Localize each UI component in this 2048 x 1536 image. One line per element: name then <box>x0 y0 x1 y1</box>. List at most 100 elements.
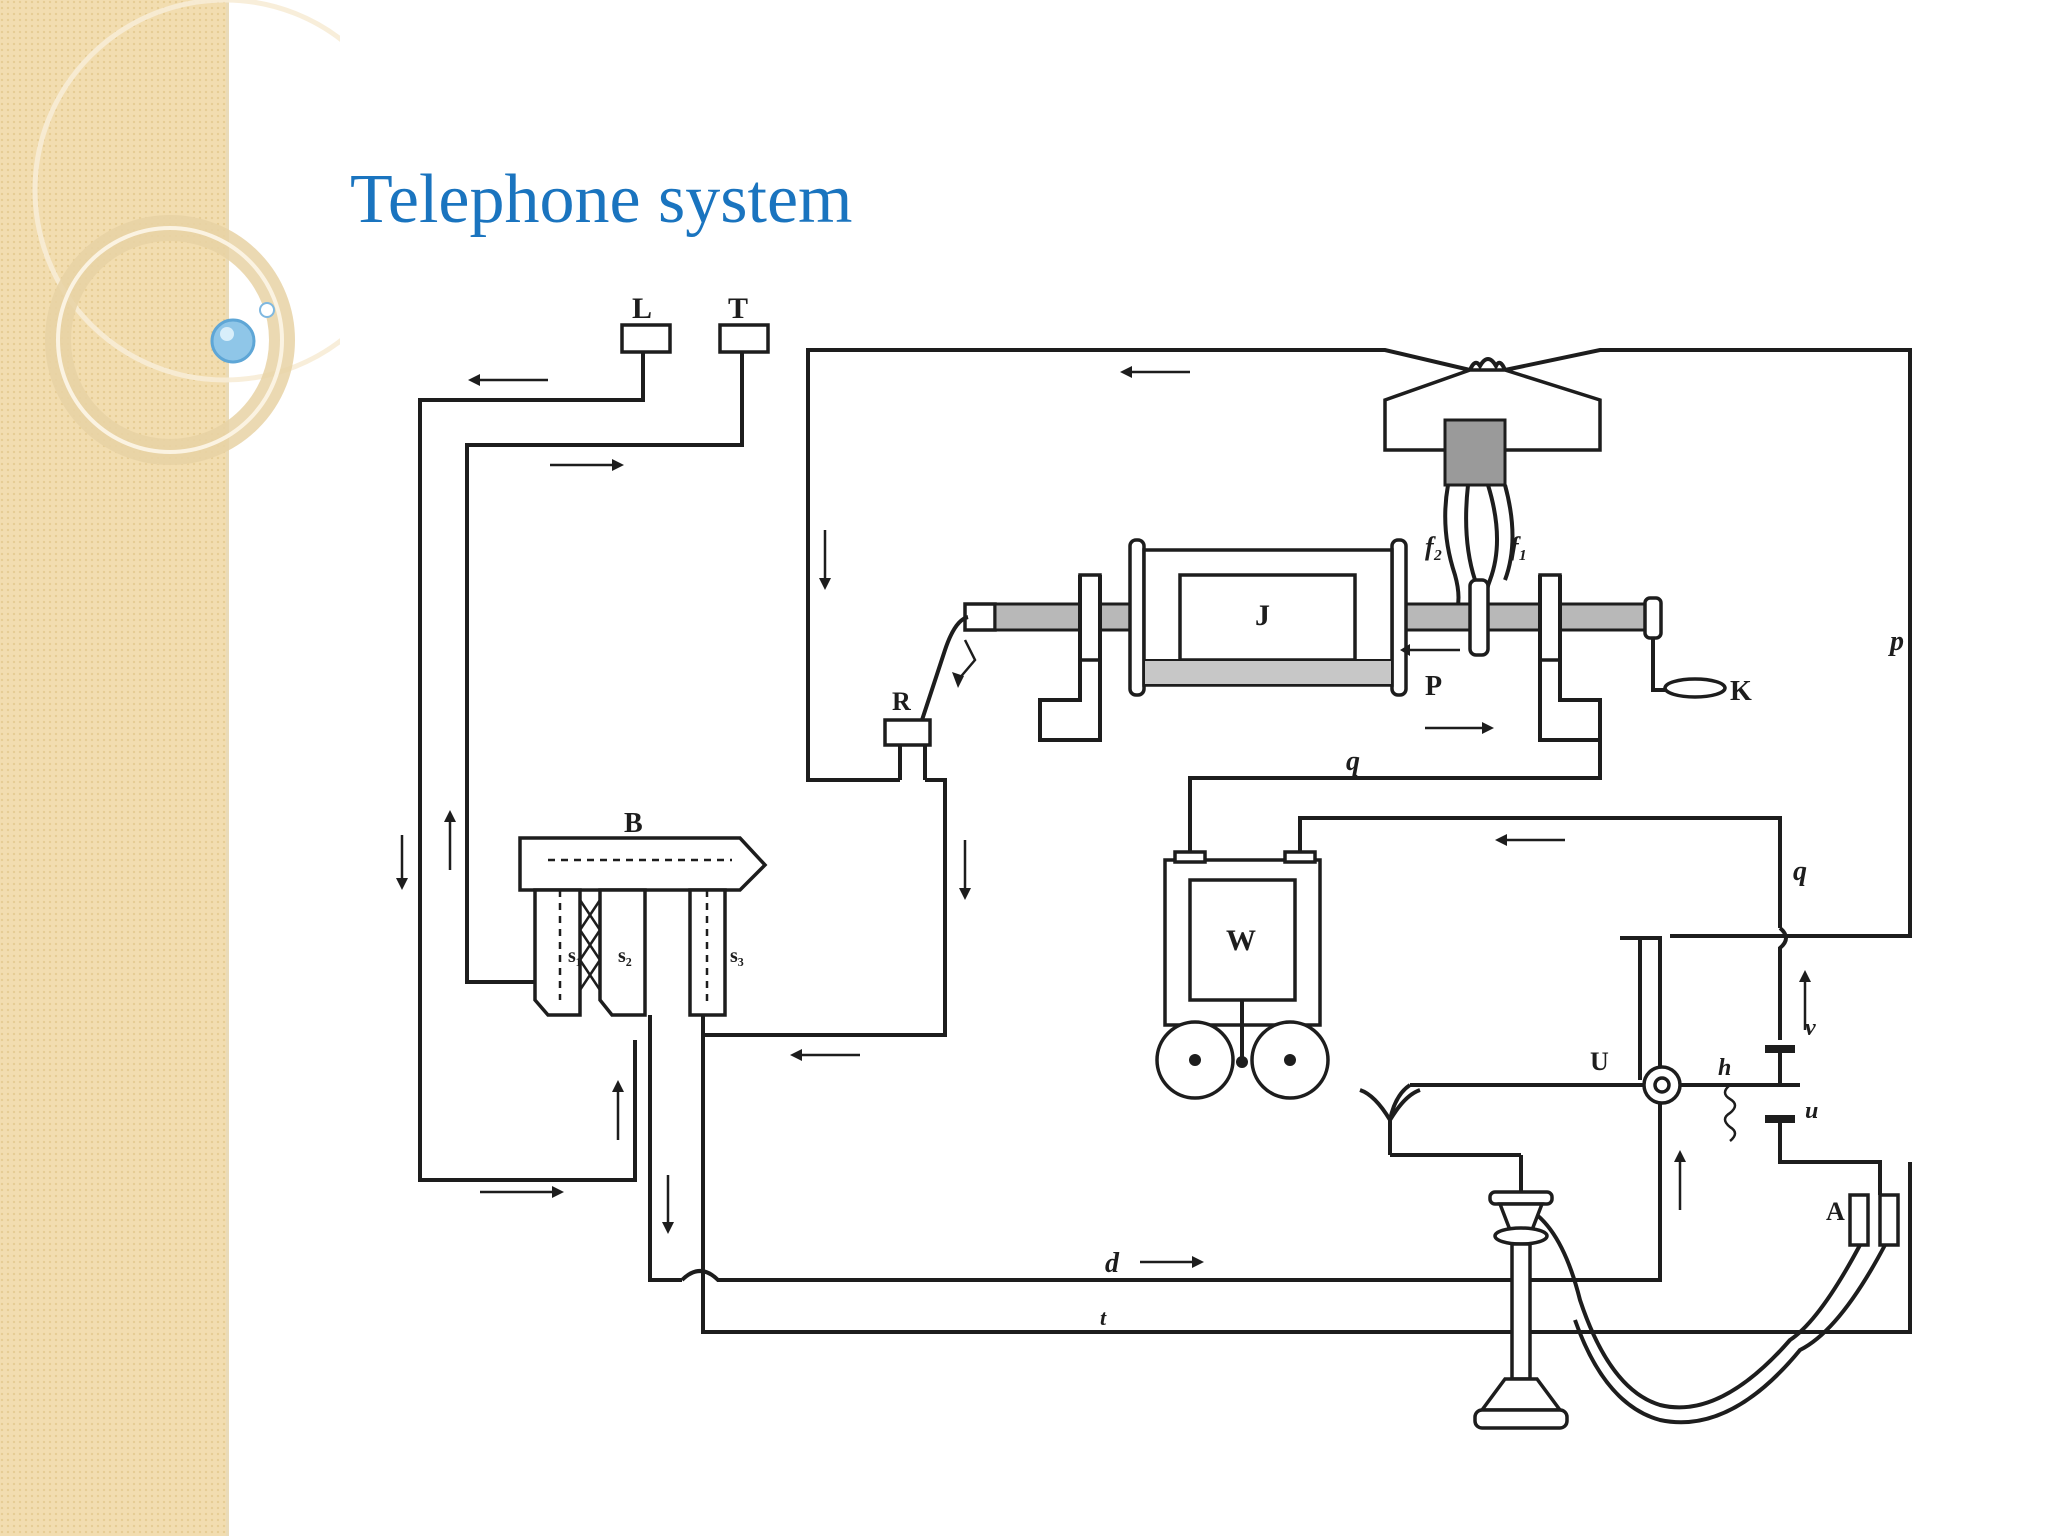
contact-u-wire <box>1778 1123 1882 1195</box>
label-u: u <box>1805 1098 1818 1124</box>
crank-hub <box>1643 596 1663 640</box>
motor-W-post-right <box>1283 850 1317 864</box>
wire-d <box>680 936 1662 1282</box>
bullet-orb-small <box>259 302 275 318</box>
receiver-A-left <box>1848 1193 1870 1247</box>
decorative-circles <box>32 0 340 465</box>
label-P: P <box>1425 671 1442 702</box>
lever-U-pivot-inner <box>1653 1076 1671 1094</box>
spring-f1-b <box>1503 484 1515 581</box>
label-B: B <box>624 808 643 839</box>
arrow-top-T-head <box>612 459 624 471</box>
arrow-q-top-head <box>1482 722 1494 734</box>
terminal-L <box>620 323 672 354</box>
bullet-orb-shine <box>220 327 234 341</box>
motor-wheel-left-hub <box>1189 1054 1201 1066</box>
arrow-s3-left-head <box>790 1049 802 1061</box>
crank-handle <box>1663 677 1727 699</box>
deco-arc-large <box>32 0 340 383</box>
label-s1: s₁ <box>568 945 582 967</box>
wire-s3-to-R <box>703 778 947 1037</box>
label-t: t <box>1100 1305 1107 1330</box>
wire-q-top <box>1188 740 1602 852</box>
arrow-s2-up-head <box>612 1080 624 1092</box>
label-f1: f₁ <box>1510 532 1528 561</box>
drum-J-band <box>1143 659 1393 686</box>
motor-wheel-right-hub <box>1284 1054 1296 1066</box>
contact-v <box>1765 1045 1795 1053</box>
label-A: A <box>1826 1197 1845 1226</box>
label-J: J <box>1255 599 1270 632</box>
relay-B-bar <box>518 836 768 892</box>
switch-R-base <box>883 718 932 747</box>
spring-f2-a <box>1443 484 1461 616</box>
wire-s2-down <box>648 1015 682 1282</box>
label-U: U <box>1590 1047 1609 1076</box>
label-L: L <box>632 292 652 325</box>
wire-q-right <box>1298 816 1782 928</box>
wire-top-left <box>806 348 1471 782</box>
wire-L-loop <box>418 352 645 1182</box>
relay-s1 <box>533 888 582 1017</box>
stand-base-upper <box>1478 1377 1564 1412</box>
arrow-top-loop-head <box>1120 366 1132 378</box>
stand-cup-top <box>1488 1190 1554 1206</box>
stand-column <box>1510 1242 1532 1381</box>
motor-center-pivot <box>1236 1056 1248 1068</box>
stand-base <box>1473 1408 1569 1430</box>
switch-R-arrow <box>957 639 977 681</box>
arrow-P-head <box>1400 644 1410 656</box>
receiver-A-right <box>1878 1193 1900 1247</box>
label-h: h <box>1718 1055 1731 1081</box>
sidebar-edge <box>226 0 229 1536</box>
contact-disc <box>1468 578 1490 657</box>
wire-q-crossing <box>1778 926 1788 1040</box>
arrow-bottom-right-head <box>552 1186 564 1198</box>
drum-flange-left <box>1128 538 1146 697</box>
motor-W-post-left <box>1173 850 1207 864</box>
switch-R-lever <box>920 615 969 721</box>
receiver-cord-2 <box>1573 1244 1887 1425</box>
receiver-cord-1 <box>1519 1203 1862 1410</box>
stand-collar <box>1493 1226 1549 1246</box>
wire-top-right-p <box>1504 348 1912 938</box>
arrow-left-down-head <box>819 578 831 590</box>
arrow-W-return-head <box>1495 834 1507 846</box>
label-p: p <box>1888 626 1904 657</box>
label-R: R <box>892 687 911 716</box>
label-s3: s₃ <box>730 945 744 967</box>
motor-W-face <box>1188 878 1297 1002</box>
label-d: d <box>1105 1248 1120 1279</box>
label-q-top: q <box>1346 746 1360 777</box>
label-q-right: q <box>1793 856 1807 887</box>
arrow-v-up-head <box>1799 970 1811 982</box>
relay-s2 <box>598 888 647 1017</box>
label-f2: f₂ <box>1425 532 1443 561</box>
bearing-right-post <box>1538 573 1562 662</box>
relay-zigzag-2 <box>578 899 602 991</box>
slide-title: Telephone system <box>350 161 853 238</box>
arrow-R-down-head <box>959 888 971 900</box>
drum-flange-right <box>1390 538 1408 697</box>
label-v: v <box>1805 1015 1816 1041</box>
label-T: T <box>728 292 748 325</box>
flow-arrows <box>396 366 1811 1268</box>
arrow-d-head <box>1192 1256 1204 1268</box>
label-K: K <box>1730 676 1752 707</box>
crank-arm <box>1651 638 1665 692</box>
shaft-end-cap <box>963 602 997 632</box>
terminal-T <box>718 323 770 354</box>
bearing-left-foot <box>1038 575 1102 742</box>
cradle-block <box>1443 418 1507 487</box>
spring-h <box>1723 1084 1737 1142</box>
stand-cup <box>1497 1202 1545 1232</box>
arrow-stand-up-head <box>1674 1150 1686 1162</box>
contact-u <box>1765 1115 1795 1123</box>
bearing-right-foot <box>1538 575 1602 742</box>
arrow-bottom-down-head <box>662 1222 674 1234</box>
label-W: W <box>1226 924 1256 957</box>
cradle-hook <box>1383 368 1602 452</box>
arrow-top-L-head <box>468 374 480 386</box>
hook-fork <box>1359 1088 1421 1122</box>
